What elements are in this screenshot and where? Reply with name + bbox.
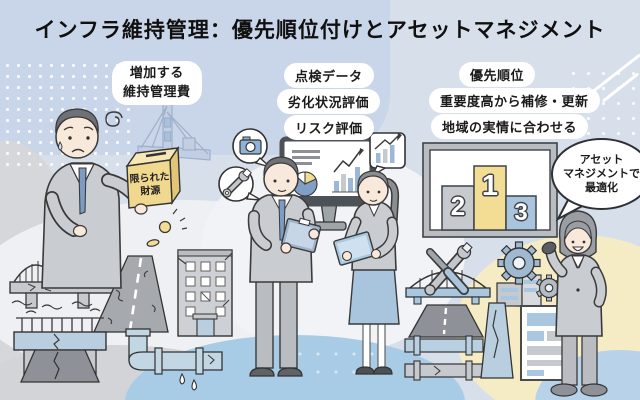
- label-fit-local-conditions: 地域の実情に合わせる: [431, 114, 589, 139]
- podium-rank-3: 3: [514, 199, 528, 226]
- label-repair-by-importance: 重要度高から補修・更新: [429, 88, 600, 113]
- inspector-woman: [333, 170, 400, 375]
- inspector-man: [247, 156, 322, 377]
- label-priority: 優先順位: [459, 62, 536, 87]
- label-inspection-data: 点検データ: [284, 63, 374, 88]
- worried-official: [41, 108, 188, 289]
- podium-rank-2: 2: [450, 191, 466, 221]
- label-line-1: 増加する: [129, 65, 184, 80]
- water-drop-icon: [179, 372, 186, 385]
- ranking-board: [422, 142, 558, 238]
- pipe-icons: [404, 335, 484, 381]
- label-line-2: 維持管理費: [123, 83, 191, 99]
- presenter-woman: [541, 210, 608, 397]
- podium-third: [505, 195, 537, 231]
- page-title: インフラ維持管理：優先順位付けとアセットマネジメント: [34, 19, 606, 42]
- cracked-building: [177, 249, 233, 337]
- leaking-pipe: [125, 328, 223, 391]
- road-icon: [407, 304, 485, 338]
- limited-funds-box: [125, 145, 181, 209]
- asset-management-bubble: アセット マネジメントで 最適化: [551, 138, 640, 210]
- rising-chart-bubble: [369, 132, 406, 178]
- tablet: [281, 217, 322, 254]
- podium-first: [473, 165, 507, 231]
- camera-icon: [239, 136, 262, 155]
- cracked-road: [92, 255, 169, 333]
- wrench-icon: [222, 168, 252, 198]
- rising-chart-icon: [374, 133, 402, 163]
- coin-icon: [146, 208, 188, 247]
- camera-bubble: [232, 128, 271, 168]
- podium-rank-1: 1: [481, 170, 499, 202]
- screen-bar-chart: [332, 148, 364, 193]
- bubble-line-2: マネジメントで: [563, 167, 640, 180]
- gear-icon: [497, 241, 563, 302]
- screen-text-lines: [292, 150, 320, 165]
- label-risk-evaluation: リスク評価: [284, 115, 374, 140]
- bubble-line-1: アセット: [579, 153, 624, 166]
- label-rising-maintenance-cost: 増加する 維持管理費: [112, 61, 202, 105]
- limited-funds-label: 限られた 財源: [126, 170, 174, 199]
- water-drop-icon: [191, 378, 198, 391]
- cracked-pillar-icon: [480, 302, 514, 379]
- wrench-bubble: [218, 166, 262, 202]
- bubble-line-3: 最適化: [585, 182, 618, 195]
- cracked-overpass: [13, 317, 107, 383]
- podium-second: [441, 185, 475, 231]
- building-icon: [496, 274, 542, 307]
- sigh-swirl-icon: [105, 111, 123, 127]
- crossed-tools-icon: [424, 242, 473, 296]
- label-deterioration-evaluation: 劣化状況評価: [277, 89, 381, 114]
